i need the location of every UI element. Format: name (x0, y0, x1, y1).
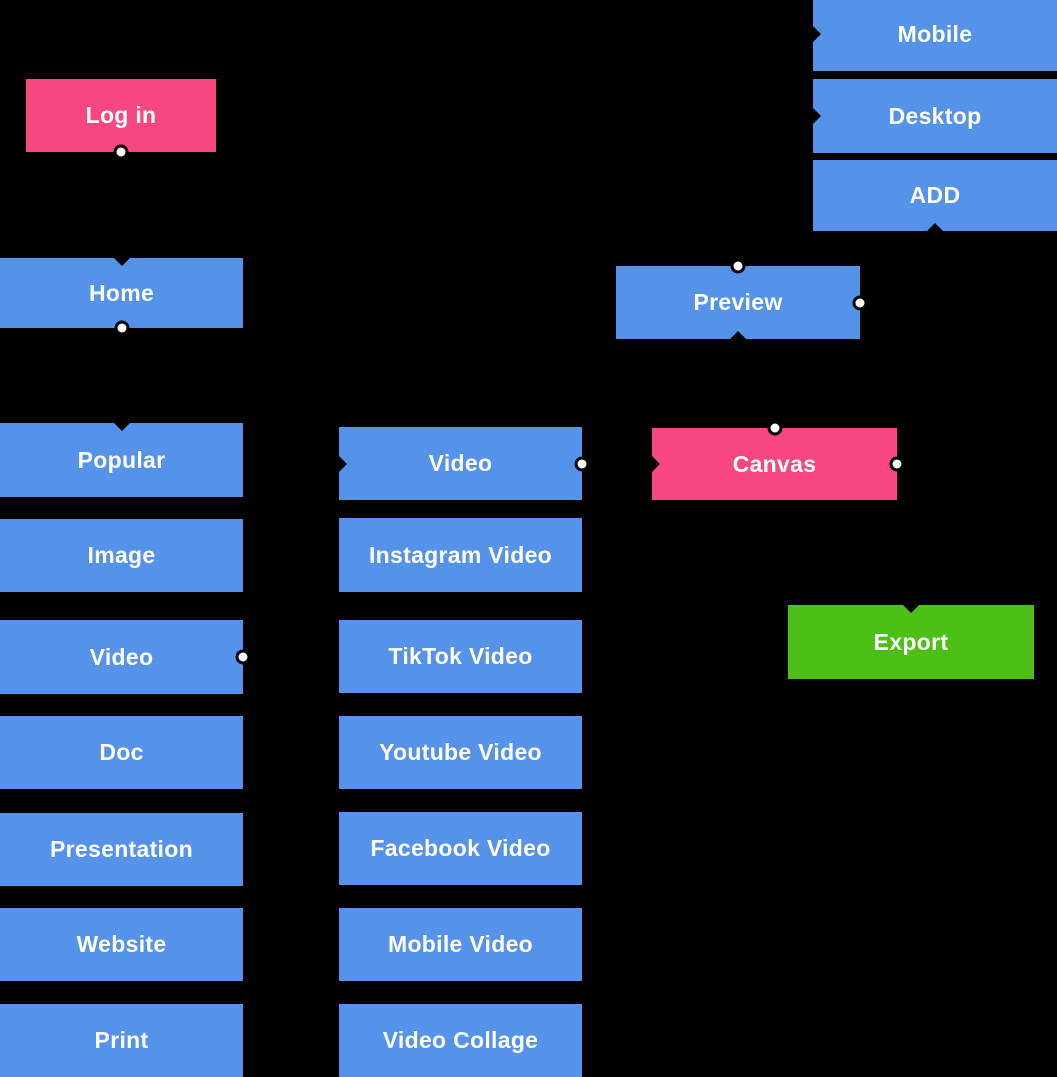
node-label-video-collage: Video Collage (382, 1027, 539, 1053)
node-label-image: Image (87, 542, 156, 568)
node-label-mobile: Mobile (897, 20, 973, 47)
node-label-print: Print (94, 1027, 149, 1053)
node-label-desktop: Desktop (888, 102, 982, 129)
node-export[interactable]: Export (788, 605, 1034, 679)
node-label-video: Video (89, 643, 154, 670)
node-label-canvas: Canvas (732, 450, 817, 477)
arrowhead-top-icon (903, 605, 919, 613)
node-log-in[interactable]: Log in (26, 79, 216, 160)
node-image[interactable]: Image (0, 519, 243, 592)
arrowhead-top-icon (113, 423, 130, 431)
node-facebook-video[interactable]: Facebook Video (339, 812, 582, 885)
connector-dot-right-icon[interactable] (235, 649, 251, 665)
node-doc[interactable]: Doc (0, 716, 243, 789)
node-print[interactable]: Print (0, 1004, 243, 1077)
node-canvas[interactable]: Canvas (652, 420, 905, 500)
node-video-collage[interactable]: Video Collage (339, 1004, 582, 1077)
node-label-mobile-video: Mobile Video (387, 931, 534, 957)
arrowhead-left-icon (813, 108, 821, 124)
node-label-youtube-video: Youtube Video (379, 739, 542, 765)
connector-dot-right-icon[interactable] (889, 456, 905, 472)
node-video-category[interactable]: Video (339, 427, 590, 500)
node-instagram-video[interactable]: Instagram Video (339, 518, 582, 592)
node-label-doc: Doc (99, 739, 144, 765)
node-label-presentation: Presentation (50, 836, 193, 862)
node-label-export: Export (873, 628, 949, 655)
node-label-tiktok-video: TikTok Video (388, 643, 533, 669)
node-mobile-video[interactable]: Mobile Video (339, 908, 582, 981)
node-add[interactable]: ADD (813, 160, 1057, 231)
connector-dot-bottom-icon[interactable] (114, 320, 129, 336)
node-label-video-category: Video (428, 450, 493, 476)
node-label-add: ADD (909, 182, 961, 208)
node-label-home: Home (88, 279, 155, 306)
node-presentation[interactable]: Presentation (0, 813, 243, 886)
arrowhead-bottom-icon (927, 223, 943, 231)
node-label-website: Website (76, 931, 167, 957)
node-label-log-in: Log in (85, 102, 157, 128)
node-home[interactable]: Home (0, 258, 243, 336)
node-video[interactable]: Video (0, 620, 251, 694)
connector-dot-bottom-icon[interactable] (113, 144, 129, 160)
node-youtube-video[interactable]: Youtube Video (339, 716, 582, 789)
connector-dot-right-icon[interactable] (574, 456, 590, 471)
node-tiktok-video[interactable]: TikTok Video (339, 620, 582, 693)
node-popular[interactable]: Popular (0, 423, 243, 497)
node-mobile[interactable]: Mobile (813, 0, 1057, 71)
node-preview[interactable]: Preview (616, 258, 868, 339)
arrowhead-left-icon (652, 456, 660, 472)
arrowhead-left-icon (339, 455, 347, 472)
node-label-preview: Preview (693, 289, 783, 315)
connector-dot-right-icon[interactable] (852, 295, 868, 310)
node-label-instagram-video: Instagram Video (368, 541, 553, 568)
connector-dot-top-icon[interactable] (730, 258, 746, 274)
connector-dot-top-icon[interactable] (767, 420, 782, 436)
arrowhead-left-icon (813, 26, 821, 42)
node-website[interactable]: Website (0, 908, 243, 981)
node-desktop[interactable]: Desktop (813, 79, 1057, 153)
node-label-popular: Popular (77, 446, 166, 473)
arrowhead-top-icon (113, 258, 130, 266)
node-label-facebook-video: Facebook Video (370, 835, 551, 861)
arrowhead-bottom-icon (730, 331, 746, 339)
